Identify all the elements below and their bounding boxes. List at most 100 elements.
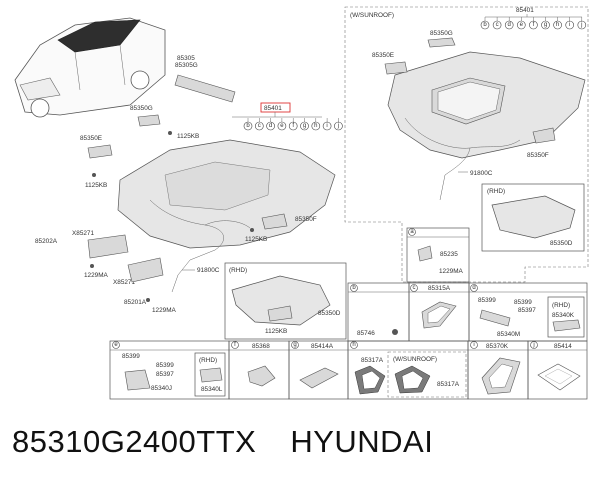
part-label-85305g: 85305G [175,62,198,69]
callout-letter: j [337,123,339,129]
part-label-85401-left-box [260,102,291,113]
callout-letter: g [544,22,547,28]
callout-circle [529,20,538,30]
panel-c-letter: c [410,284,418,292]
callout-circle [277,121,287,131]
panel-h-part1: 85317A [361,357,384,364]
part-label-85350g-right: 85350G [430,30,453,37]
sunroof-area-outline [344,6,589,283]
panel-f-letter: f [231,341,239,349]
panel-d-rhd-box [547,296,585,338]
panel-c-part1: 85315A [428,285,451,292]
svg-text:f: f [234,342,236,348]
callout-circle [243,121,253,131]
panel-d-rhd: (RHD) [552,302,570,309]
callout-circle [288,121,298,131]
callout-letter: h [314,123,317,129]
panel-e-letter: e [112,341,120,349]
panel-a [406,227,470,283]
sunroof-title: (W/SUNROOF) [350,12,394,19]
rhd-label-left: (RHD) [229,267,247,274]
callout-letter: f [533,22,535,28]
panel-e-part5: 85340L [201,386,223,393]
panel-h-letter: h [350,341,358,349]
callout-circle [553,20,562,30]
car-illustration [14,17,166,118]
panel-i-letter: i [470,341,478,349]
panel-j-part1: 85414 [554,343,572,350]
callout-letter: e [280,123,284,129]
part-label-91800c-left: 91800C [197,267,220,274]
panel-h-part2: 85317A [437,381,460,388]
callout-letter: i [569,22,570,28]
part-label-1125kb-b: 1125KB [85,182,107,189]
part-label-85350f-right: 85350F [527,152,549,159]
callout-circle [334,121,343,131]
panel-j-letter: j [530,341,538,349]
part-label-1125kb-a: 1125KB [177,133,199,140]
callout-letter: e [520,22,524,28]
footer-brand: HYUNDAI [290,424,434,459]
headlining-sunroof [387,51,586,201]
part-label-1125kb-c: 1125KB [245,236,267,243]
panel-h-sunroof-box [387,351,467,398]
callout-letter: d [269,123,272,129]
part-label-1229ma-b: 1229MA [152,307,177,314]
panel-a-part2: 1229MA [439,268,464,275]
svg-text:e: e [114,342,118,348]
panel-e-rhd: (RHD) [199,357,217,364]
panel-b-letter: b [350,284,358,292]
svg-text:g: g [293,342,296,348]
callout-circle [504,20,514,30]
panel-j [527,340,588,400]
svg-text:c: c [413,285,416,291]
callout-circle [322,121,332,131]
part-label-85350e-left: 85350E [80,135,102,142]
panel-g-letter: g [291,341,299,349]
callout-circle [565,20,575,30]
callout-letter: g [303,123,306,129]
part-label-85401-left: 85401 [264,105,282,112]
callout-circle [516,20,526,30]
part-label-85350f-left: 85350F [295,216,317,223]
panel-e-part4: 85340J [151,385,172,392]
callout-circle [541,20,550,30]
svg-text:j: j [532,342,534,348]
panel-a-part1: 85235 [440,251,458,258]
callout-letter: c [496,22,499,28]
panel-d-part4: 85340M [497,331,520,338]
svg-text:d: d [472,285,475,291]
svg-text:b: b [352,285,356,291]
sunvisor-left [87,234,129,259]
panel-d-part5: 85340K [552,312,575,319]
svg-text:h: h [352,342,355,348]
panel-a-letter: a [408,228,416,236]
part-label-85401-right: 85401 [516,7,534,14]
part-label-85350d-right: 85350D [550,240,573,247]
rhd-label-right: (RHD) [487,188,505,195]
part-label-85350e-right: 85350E [372,52,394,59]
panel-f-part1: 85368 [252,343,270,350]
part-label-1125kb-d: 1125KB [265,328,287,335]
callout-circle [577,20,587,30]
panel-d-part2: 85399 [514,299,532,306]
callout-letter: i [326,123,327,129]
callout-letter: f [292,123,294,129]
callout-circle [311,121,321,131]
part-label-x85271-a: X85271 [72,230,94,237]
svg-text:a: a [410,229,414,235]
part-label-91800c-right: 91800C [470,170,493,177]
part-85305-pad [174,74,236,103]
part-label-1229ma-a: 1229MA [84,272,109,279]
callout-circle [492,20,502,30]
part-label-85350g-left: 85350G [130,105,153,112]
panel-d-part3: 85397 [518,307,536,314]
callout-circle [300,121,309,131]
callout-circle [480,20,490,30]
rhd-box-left [224,262,347,340]
callout-circle [266,121,275,131]
